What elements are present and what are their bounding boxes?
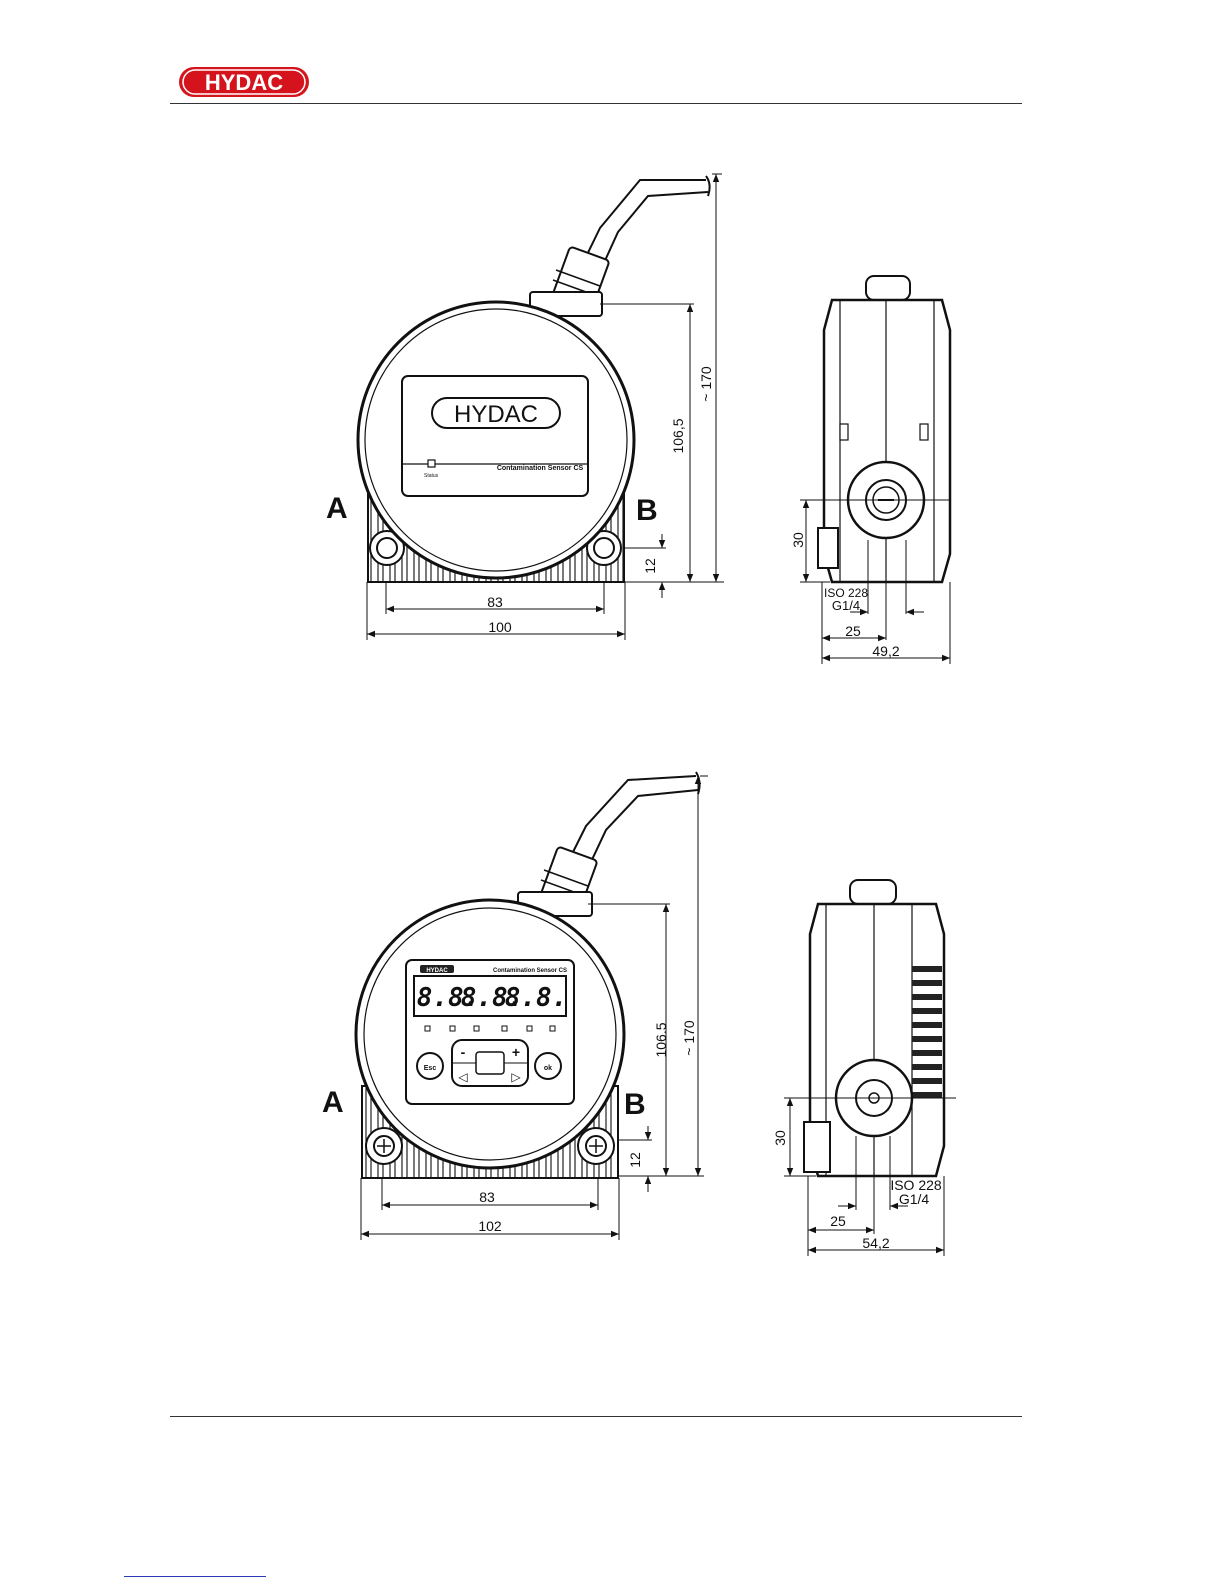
fig2-label-b: B <box>624 1088 646 1121</box>
fig1-connector <box>530 246 610 316</box>
fig2-side-view: 30 ISO 228 G1/4 25 54,2 <box>772 880 956 1256</box>
fig2-key-left: ◁ <box>457 1070 467 1084</box>
fig2-key-esc-label: Esc <box>424 1065 437 1072</box>
fig1-dim-83: 83 <box>487 594 503 610</box>
fig1-status-label: Status <box>424 473 439 479</box>
fig2-key-enter-label: ok <box>544 1065 552 1072</box>
fig2-mounting-hole-left <box>366 1128 402 1164</box>
fig1-thread: G1/4 <box>832 598 860 613</box>
fig2-dim-170: ~ 170 <box>681 1020 697 1056</box>
fig2-dim-83: 83 <box>479 1189 495 1205</box>
fig1-dim-25: 25 <box>845 623 861 639</box>
fig2-key-minus: - <box>461 1044 466 1060</box>
fig1-dim-49: 49,2 <box>872 643 899 659</box>
fig1-label-b: B <box>636 494 658 527</box>
fig2-dim-106: 106.5 <box>653 1022 669 1057</box>
fig2-key-right: ▷ <box>511 1070 521 1084</box>
fig1-side-housing <box>824 300 950 582</box>
fig1-plate-logo-text: HYDAC <box>454 401 538 428</box>
fig2-side-foot <box>804 1122 830 1172</box>
fig2-thread: G1/4 <box>899 1191 930 1207</box>
fig2-dim-54: 54,2 <box>862 1235 889 1251</box>
fig2-dim-102: 102 <box>478 1218 502 1234</box>
fig1-label-a: A <box>326 492 348 525</box>
fig2-key-plus: + <box>512 1044 520 1060</box>
fig1-side-connector <box>866 276 910 300</box>
fig1-dim-30: 30 <box>790 532 806 548</box>
fig1-dim-100: 100 <box>488 619 512 635</box>
fig2-dim-12: 12 <box>627 1152 643 1168</box>
fig2-front-view: HYDAC Contamination Sensor CS 8.8. 8.8. … <box>322 772 708 1240</box>
fig2-digit-group-3: 8.8. <box>505 983 568 1013</box>
fig1-side-foot <box>818 528 838 568</box>
fig1-front-view: HYDAC Status Contamination Sensor CS A B… <box>326 174 724 640</box>
fig2-key-center <box>476 1052 504 1074</box>
fig2-dim-25: 25 <box>830 1213 846 1229</box>
fig2-sensor-label: Contamination Sensor CS <box>493 968 567 974</box>
fig1-dim-106: 106,5 <box>670 418 686 453</box>
fig2-mounting-hole-right <box>578 1128 614 1164</box>
fig2-side-connector <box>850 880 896 904</box>
fig1-dim-12: 12 <box>642 558 658 574</box>
fig1-dim-170: ~ 170 <box>698 366 714 402</box>
fig2-label-a: A <box>322 1086 344 1119</box>
fig1-sensor-label: Contamination Sensor CS <box>497 465 584 472</box>
fig1-status-led <box>428 460 435 467</box>
fig1-side-view: 30 ISO 228 G1/4 25 49,2 <box>790 276 950 664</box>
fig2-panel-logo-text: HYDAC <box>426 968 448 974</box>
fig2-dim-30: 30 <box>772 1130 788 1146</box>
